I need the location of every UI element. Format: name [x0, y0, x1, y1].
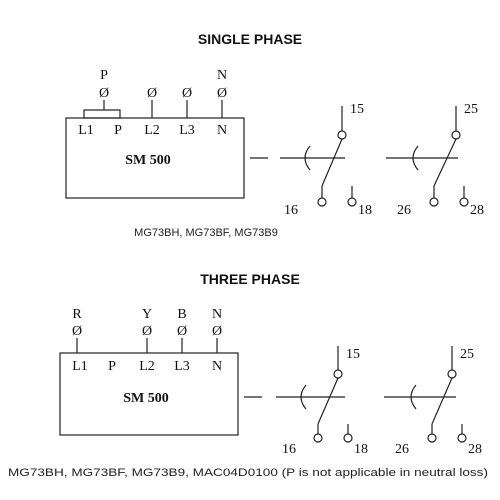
tp-c2-nc-terminal: [427, 433, 437, 443]
sp-c1-common-terminal: [337, 130, 347, 140]
tp-terminal-symbol-l2: Ø: [142, 324, 152, 339]
sp-c2-blade: [433, 138, 457, 187]
sp-c2-arc: [412, 145, 419, 171]
tp-c2-nc-label: 26: [395, 442, 409, 457]
sp-terminal-symbol-n: Ø: [217, 86, 227, 101]
tp-c1-common-terminal: [333, 369, 343, 379]
sp-c1-common-label: 15: [350, 102, 364, 117]
sp-device-box: [65, 117, 245, 199]
sp-device-label: SM 500: [125, 153, 171, 168]
sp-top-label-p: P: [100, 68, 108, 83]
sp-c2-common-label: 25: [464, 102, 478, 117]
tp-terminal-symbol-l3: Ø: [177, 324, 187, 339]
tp-c2-blade: [431, 377, 453, 425]
tp-device-box: [59, 352, 239, 436]
single-phase-models: MG73BH, MG73BF, MG73B9: [134, 227, 278, 239]
sp-terminal-n: N: [217, 123, 227, 138]
tp-top-label-n: N: [212, 307, 222, 322]
sp-relay-contact-2: 25 26 28: [386, 102, 484, 218]
sp-c1-no-terminal: [347, 197, 357, 207]
tp-terminal-p: P: [108, 359, 116, 374]
tp-terminal-n: N: [212, 359, 222, 374]
tp-c1-blade: [317, 377, 339, 425]
sp-terminal-l1: L1: [78, 123, 94, 138]
sp-terminal-l2: L2: [144, 123, 160, 138]
sp-c2-no-terminal: [459, 197, 469, 207]
tp-terminal-symbol-n: Ø: [212, 324, 222, 339]
sp-c1-blade: [321, 138, 343, 187]
sp-c1-nc-terminal: [317, 197, 327, 207]
tp-c1-no-terminal: [343, 433, 353, 443]
sp-c1-arc: [304, 145, 311, 171]
sp-c1-nc-label: 16: [284, 203, 298, 218]
tp-c2-common-label: 25: [460, 347, 474, 362]
tp-device-label: SM 500: [123, 391, 169, 406]
single-phase-title: SINGLE PHASE: [198, 31, 302, 47]
tp-terminal-l2: L2: [139, 359, 155, 374]
tp-top-label-y: Y: [142, 307, 152, 322]
sp-terminal-symbol-l3: Ø: [182, 86, 192, 101]
sp-c2-common-terminal: [451, 130, 461, 140]
sp-top-label-n: N: [217, 68, 227, 83]
tp-c1-no-label: 18: [354, 442, 368, 457]
tp-c1-common-label: 15: [346, 347, 360, 362]
sp-terminal-p: P: [114, 123, 122, 138]
tp-c2-no-label: 28: [468, 442, 482, 457]
sp-relay-contact-1: 15 16 18: [280, 102, 372, 218]
three-phase-title: THREE PHASE: [200, 271, 300, 287]
sp-c2-nc-label: 26: [397, 203, 411, 218]
sp-c2-nc-terminal: [429, 197, 439, 207]
tp-c2-arc: [410, 384, 417, 410]
three-phase-terminal-block: R Y B N Ø Ø Ø Ø L1 P L2 L3 N SM 500: [59, 307, 262, 436]
sp-l1-p-link: [83, 109, 121, 119]
tp-top-label-r: R: [72, 307, 82, 322]
tp-relay-contact-1: 15 16 18: [276, 346, 368, 457]
single-phase-terminal-block: P N Ø Ø Ø Ø L1 P L2 L3 N SM 500: [65, 68, 268, 199]
tp-c2-common-terminal: [447, 369, 457, 379]
tp-terminal-symbol-l1: Ø: [72, 324, 82, 339]
sp-terminal-l3: L3: [179, 123, 195, 138]
tp-top-label-b: B: [177, 307, 186, 322]
tp-terminal-l3: L3: [174, 359, 190, 374]
tp-relay-contact-2: 25 26 28: [384, 346, 482, 457]
sp-terminal-symbol-p: Ø: [99, 86, 109, 101]
sp-terminal-symbol-l2: Ø: [147, 86, 157, 101]
tp-c1-nc-terminal: [313, 433, 323, 443]
sp-c1-no-label: 18: [358, 203, 372, 218]
tp-c1-arc: [300, 384, 307, 410]
three-phase-models: MG73BH, MG73BF, MG73B9, MAC04D0100 (P is…: [8, 467, 488, 479]
sp-c2-no-label: 28: [470, 203, 484, 218]
tp-terminal-l1: L1: [72, 359, 88, 374]
tp-c1-nc-label: 16: [282, 442, 296, 457]
tp-c2-no-terminal: [457, 433, 467, 443]
